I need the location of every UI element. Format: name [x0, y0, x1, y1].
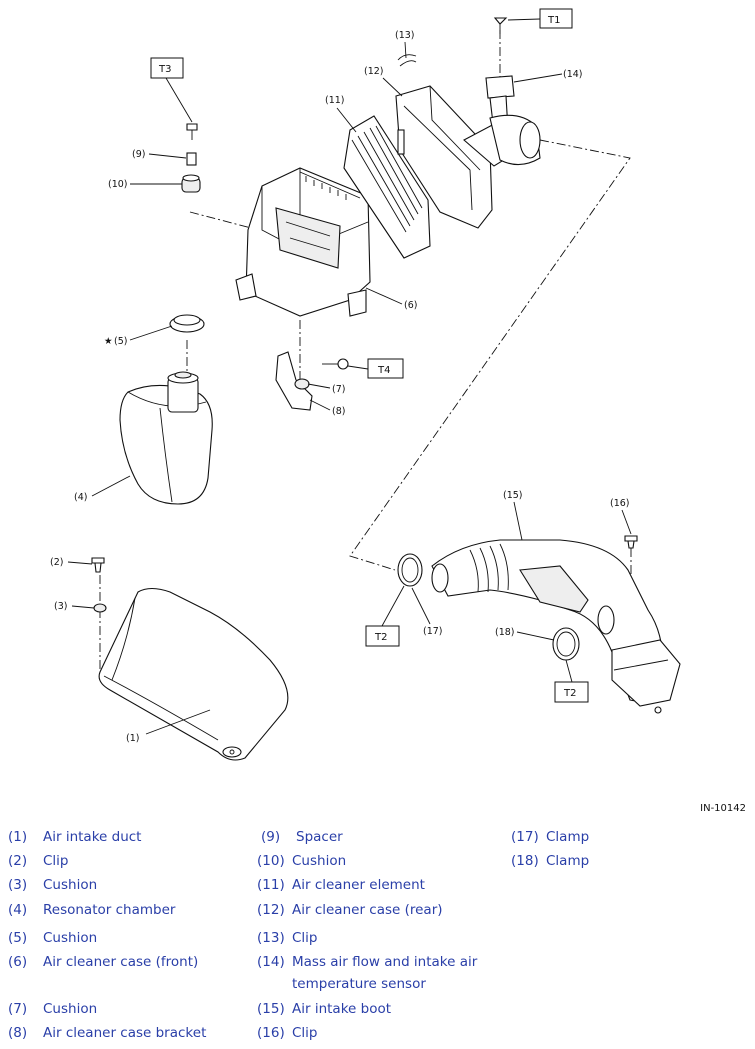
air-intake-duct	[98, 587, 289, 761]
callout-1: (1)	[126, 733, 139, 744]
callout-star: ★	[104, 336, 113, 347]
callout-11: (11)	[325, 95, 345, 106]
clip-13	[397, 54, 417, 67]
clamp-18	[552, 627, 580, 661]
bolt-t4	[322, 358, 349, 370]
torque-box-t2-right: T2	[554, 681, 589, 703]
callout-5: (5)	[114, 336, 127, 347]
callout-3: (3)	[54, 601, 67, 612]
callout-16: (16)	[610, 498, 630, 509]
legend-item: (15)Air intake boot	[257, 1001, 392, 1017]
cushion-5	[169, 314, 205, 333]
svg-text:T1: T1	[547, 15, 560, 26]
legend-item: (5)Cushion	[8, 930, 98, 946]
legend-item: (6)Air cleaner case (front)	[8, 954, 199, 970]
legend-item: (2)Clip	[8, 853, 69, 869]
callout-18: (18)	[495, 627, 515, 638]
legend-item: (11)Air cleaner element	[257, 877, 425, 893]
cushion-3	[93, 603, 107, 613]
screw-t1	[493, 17, 508, 34]
svg-text:T2: T2	[563, 688, 576, 699]
callout-15: (15)	[503, 490, 523, 501]
legend-item: (1)Air intake duct	[8, 829, 142, 845]
svg-text:T4: T4	[377, 365, 390, 376]
spacer-9	[186, 152, 197, 166]
callout-13: (13)	[395, 30, 415, 41]
callout-12: (12)	[364, 66, 384, 77]
callout-14: (14)	[563, 69, 583, 80]
legend-item: (17)Clamp	[511, 829, 590, 845]
callout-8: (8)	[332, 406, 345, 417]
air-intake-boot	[431, 539, 681, 714]
legend-item: (12)Air cleaner case (rear)	[257, 902, 443, 918]
clip-16	[624, 535, 638, 549]
svg-text:T3: T3	[158, 64, 171, 75]
callout-4: (4)	[74, 492, 87, 503]
torque-box-t1: T1	[539, 8, 573, 29]
callout-2: (2)	[50, 557, 63, 568]
torque-box-t3: T3	[150, 57, 184, 79]
legend-item: (14)Mass air flow and intake air tempera…	[257, 954, 478, 992]
legend-item: (10)Cushion	[257, 853, 347, 869]
callout-17: (17)	[423, 626, 443, 637]
resonator-chamber	[119, 371, 213, 505]
callout-10: (10)	[108, 179, 128, 190]
callout-6: (6)	[404, 300, 417, 311]
assembly-line-boot-to-sensor	[349, 139, 631, 571]
legend-item: (18)Clamp	[511, 853, 590, 869]
torque-box-t4: T4	[367, 358, 404, 379]
mass-air-flow-sensor	[485, 75, 541, 166]
air-cleaner-case-bracket	[275, 351, 313, 411]
svg-text:T2: T2	[374, 632, 387, 643]
clip-2	[91, 557, 105, 573]
legend-item: (9)Spacer	[261, 829, 343, 845]
callout-9: (9)	[132, 149, 145, 160]
figure-id: IN-10142	[700, 803, 746, 814]
callout-7: (7)	[332, 384, 345, 395]
clamp-17	[397, 553, 423, 587]
torque-box-t2-left: T2	[365, 625, 400, 647]
leader-lines	[67, 18, 632, 735]
legend-item: (3)Cushion	[8, 877, 98, 893]
legend-item: (7)Cushion	[8, 1001, 98, 1017]
bolt-t3	[186, 123, 198, 140]
legend-item: (4)Resonator chamber	[8, 902, 176, 918]
cushion-10	[181, 174, 201, 193]
legend-item: (8)Air cleaner case bracket	[8, 1025, 207, 1041]
air-cleaner-case-front	[235, 167, 371, 317]
air-cleaner-element	[343, 115, 431, 259]
exploded-parts-diagram: (1) (2) (3) (4) ★ (5) (6) (7) (8) (9) (1…	[50, 8, 681, 761]
legend-item: (13)Clip	[257, 930, 318, 946]
cushion-7	[294, 378, 310, 390]
legend-item: (16)Clip	[257, 1025, 318, 1041]
